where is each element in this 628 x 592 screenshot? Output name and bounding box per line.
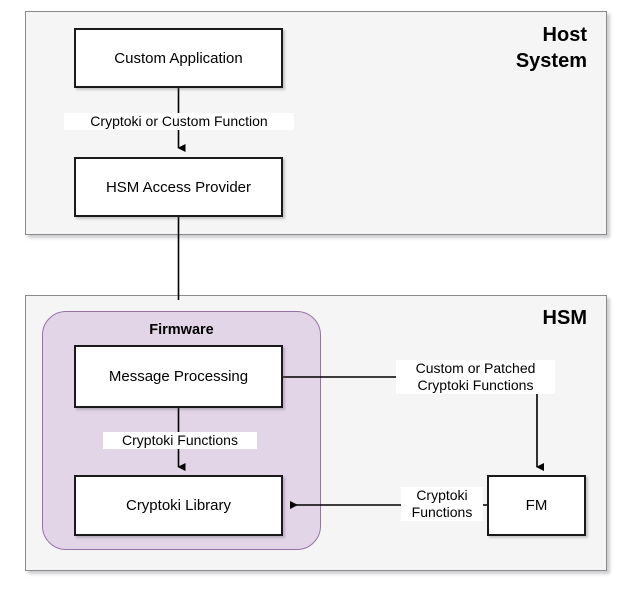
edge-label-cryptoki-functions-firmware: Cryptoki Functions <box>103 432 257 449</box>
node-fm[interactable]: FM <box>487 475 586 536</box>
edge-label-cryptoki-functions-fm: Cryptoki Functions <box>401 487 483 521</box>
host-system-title: Host System <box>515 24 587 72</box>
firmware-label: Firmware <box>149 322 214 338</box>
node-hsm-access-provider[interactable]: HSM Access Provider <box>74 157 283 217</box>
node-custom-application[interactable]: Custom Application <box>74 28 283 88</box>
node-cryptoki-library[interactable]: Cryptoki Library <box>74 475 283 536</box>
edge-label-custom-or-patched-cryptoki-functions: Custom or Patched Cryptoki Functions <box>396 360 555 394</box>
hsm-title: HSM <box>542 307 587 329</box>
edge-label-cryptoki-or-custom-function: Cryptoki or Custom Function <box>64 113 294 130</box>
node-message-processing[interactable]: Message Processing <box>74 345 283 408</box>
